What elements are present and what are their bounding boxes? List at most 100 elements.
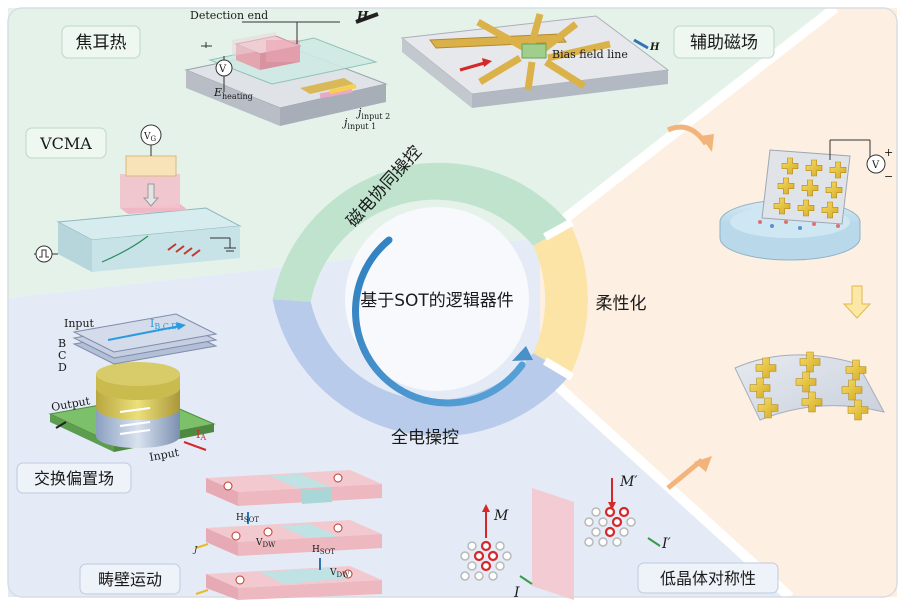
exchange-bias-label: 交换偏置场	[34, 469, 114, 488]
exchange-bias-label-box: 交换偏置场	[16, 462, 132, 494]
h-sot-label-2: HSOT	[312, 545, 335, 556]
flex-plus-label: +	[884, 146, 893, 159]
lattice-atom	[584, 537, 594, 547]
lattice-atom	[467, 561, 477, 571]
pulse-source-icon	[35, 245, 53, 263]
joule-device	[184, 12, 388, 126]
lattice-atom	[611, 516, 623, 528]
lattice-atom	[495, 541, 505, 551]
electrode-cross	[845, 359, 867, 381]
lattice-atom	[467, 541, 477, 551]
down-arrow-icon	[842, 285, 872, 319]
electrode-cross	[777, 177, 795, 195]
lattice-atom	[487, 550, 499, 562]
bias-field-line-label: Bias field line	[552, 48, 628, 61]
central-ring	[272, 162, 588, 437]
domain-wall-label-box: 畴壁运动	[79, 563, 181, 595]
lattice-atom	[591, 527, 601, 537]
vcma-label-box: VCMA	[25, 127, 107, 159]
i-prime-label: I′	[661, 536, 672, 552]
lattice-atom	[460, 551, 470, 561]
ring-label-all-electric: 全电操控	[391, 428, 459, 448]
joule-label-box: 焦耳热	[61, 25, 141, 59]
ring-label-flexible: 柔性化	[596, 294, 647, 314]
low-symmetry-label-box: 低晶体对称性	[637, 562, 779, 594]
j-input1-label: jinput 1	[341, 116, 376, 131]
ring-arrow-head	[512, 346, 533, 361]
joule-v-label: V	[218, 64, 227, 75]
j-label: J	[192, 545, 198, 554]
electrode-cross	[829, 161, 847, 179]
domain-wall-label: 畴壁运动	[98, 570, 162, 589]
electrode-cross	[781, 157, 799, 175]
layer-b-label: B	[58, 337, 66, 350]
i-label: I	[513, 585, 520, 601]
vg-meter-icon	[140, 124, 162, 146]
lattice-atom	[598, 537, 608, 547]
exchange-input-bottom: Input	[148, 446, 180, 464]
lattice-atom	[488, 571, 498, 581]
flex-v-label: V	[871, 160, 880, 171]
ring-segment-flexible	[533, 224, 588, 375]
lattice-atom	[480, 560, 492, 572]
lattice-atom	[495, 561, 505, 571]
vcma-device	[34, 124, 242, 272]
electrode-cross	[805, 159, 823, 177]
lattice-atom	[619, 527, 629, 537]
joule-label: 焦耳热	[76, 33, 127, 53]
exchange-i-bcd: IB,C,D	[150, 317, 178, 331]
ring-arrow	[352, 236, 526, 407]
sheet-electrode-array	[749, 351, 869, 421]
lattice-atom	[604, 526, 616, 538]
lattice-right	[584, 506, 636, 547]
j-input2-label: jinput 2	[355, 106, 390, 121]
electrode-cross	[773, 197, 791, 215]
flex-voltmeter-icon	[866, 154, 886, 174]
lattice-atom	[591, 507, 601, 517]
electrode-cross	[825, 181, 843, 199]
electrode-cross	[755, 357, 777, 379]
track-middle	[206, 520, 382, 556]
lattice-atom	[473, 550, 485, 562]
center-label: 基于SOT的逻辑器件	[360, 291, 514, 311]
lattice-atom	[618, 506, 630, 518]
m-prime-label: M′	[619, 474, 638, 490]
m-label: M	[493, 508, 509, 524]
v-dw-label-2: VDW	[329, 568, 350, 579]
joule-h-label: H	[356, 9, 369, 23]
layer-d-label: D	[58, 361, 67, 374]
exchange-input-top: Input	[64, 317, 95, 330]
exchange-bias-device	[48, 313, 218, 452]
lattice-atom	[604, 506, 616, 518]
electrode-cross	[821, 201, 839, 219]
detection-end-label: Detection end	[190, 9, 268, 22]
electrode-cross	[847, 399, 869, 421]
lattice-atom	[612, 537, 622, 547]
dish-electrode-array	[773, 157, 847, 219]
center-disc	[345, 207, 529, 391]
lattice-atom	[626, 517, 636, 527]
lattice-left	[460, 540, 512, 581]
aux-h-label: H	[649, 42, 660, 53]
electrode-cross	[797, 199, 815, 217]
lattice-atom	[502, 551, 512, 561]
vcma-label: VCMA	[39, 134, 92, 153]
lattice-atom	[474, 571, 484, 581]
layer-c-label: C	[58, 349, 66, 362]
lattice-atom	[480, 540, 492, 552]
track-top	[206, 470, 382, 506]
lattice-atom	[460, 571, 470, 581]
lattice-atom	[584, 517, 594, 527]
electrode-cross	[749, 377, 771, 399]
electrode-cross	[757, 397, 779, 419]
track-bottom	[206, 566, 382, 600]
aux-field-label: 辅助磁场	[690, 33, 758, 53]
bias-field-device	[400, 13, 670, 108]
aux-field-label-box: 辅助磁场	[673, 25, 775, 59]
v-dw-label: VDW	[255, 538, 276, 549]
vg-label: VG	[143, 132, 157, 143]
voltmeter-icon	[215, 59, 233, 77]
ring-segment-magnetoelectric	[272, 162, 571, 302]
